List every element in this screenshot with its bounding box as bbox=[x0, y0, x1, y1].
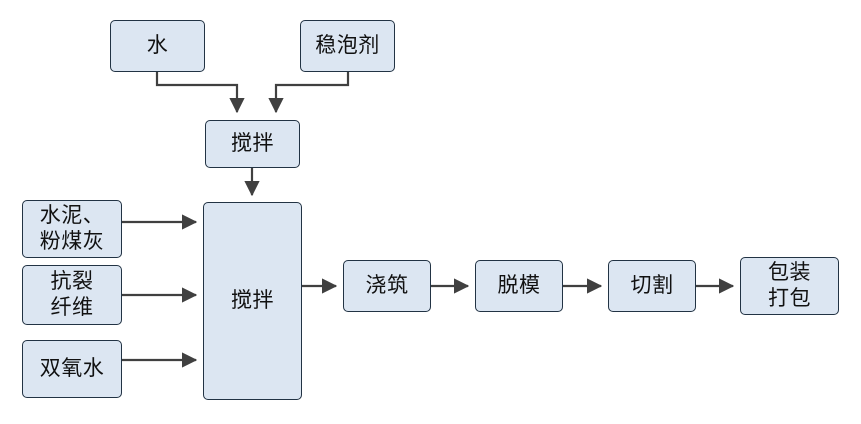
node-demolding[interactable]: 脱模 bbox=[475, 260, 563, 312]
node-hydrogen-peroxide[interactable]: 双氧水 bbox=[22, 340, 122, 398]
node-mixing-first[interactable]: 搅拌 bbox=[205, 120, 300, 168]
node-packaging[interactable]: 包装 打包 bbox=[740, 257, 839, 315]
node-cutting[interactable]: 切割 bbox=[608, 260, 696, 312]
node-casting[interactable]: 浇筑 bbox=[343, 260, 431, 312]
node-mixing-main[interactable]: 搅拌 bbox=[203, 202, 302, 400]
node-cement-flyash[interactable]: 水泥、 粉煤灰 bbox=[22, 200, 122, 258]
node-anticrack-fiber[interactable]: 抗裂 纤维 bbox=[22, 265, 122, 325]
edge-water-to-mix1 bbox=[155, 72, 245, 114]
node-water[interactable]: 水 bbox=[110, 20, 205, 72]
edge-stabilizer-to-mix1 bbox=[268, 72, 350, 114]
node-stabilizer[interactable]: 稳泡剂 bbox=[300, 20, 395, 72]
